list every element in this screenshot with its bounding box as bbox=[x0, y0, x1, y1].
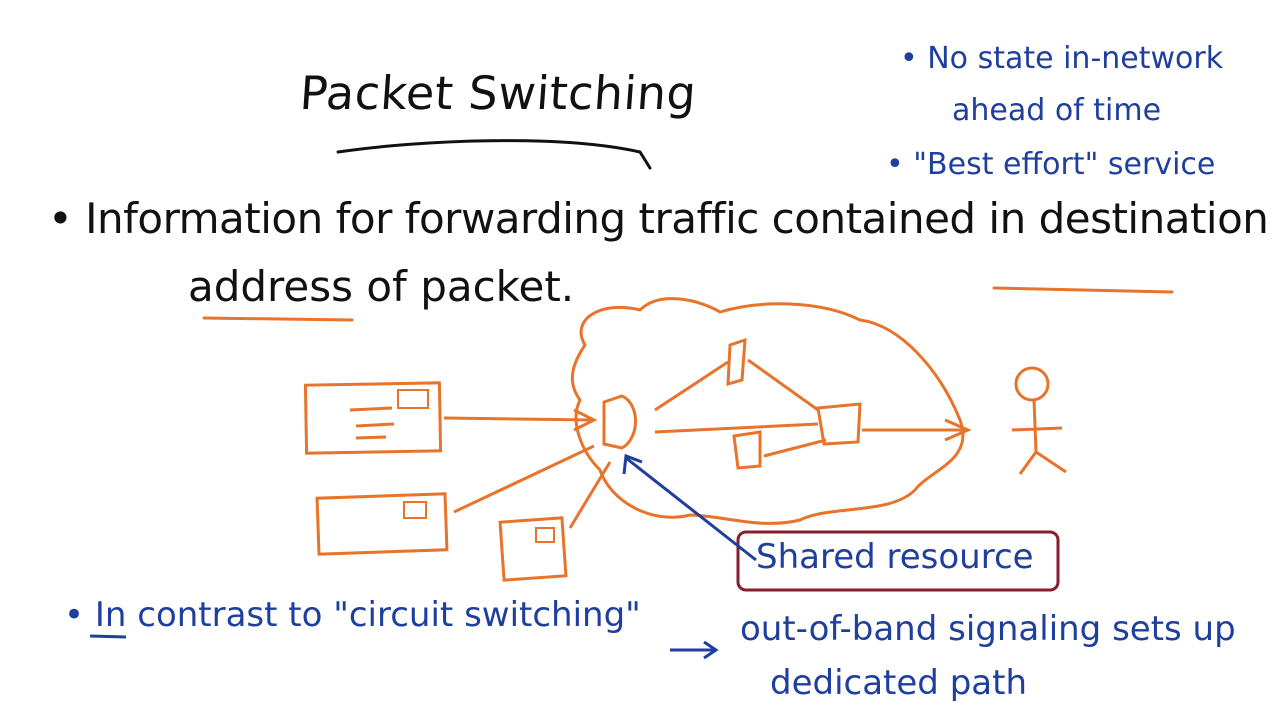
packet-lines-1 bbox=[349, 406, 395, 440]
packet-stamp-2 bbox=[403, 501, 427, 519]
main-point-line-1: • Information for forwarding traffic con… bbox=[48, 194, 1269, 243]
link-d bbox=[763, 438, 827, 458]
main-point-line-2: address of packet. bbox=[188, 262, 575, 311]
packet-envelope-3 bbox=[498, 516, 568, 582]
packet-2-arrow bbox=[453, 444, 595, 514]
underline-destination bbox=[992, 286, 1174, 294]
packet-3-arrow bbox=[568, 461, 612, 529]
link-b bbox=[747, 358, 819, 412]
callout-box bbox=[736, 530, 1060, 592]
network-cloud bbox=[570, 297, 965, 525]
packet-1-arrow bbox=[443, 408, 598, 432]
callout-arrow bbox=[622, 453, 757, 562]
footer-dedicated-path: dedicated path bbox=[770, 663, 1027, 703]
link-out-arrow bbox=[944, 418, 972, 442]
footer-arrow bbox=[670, 640, 719, 660]
note-no-state: • No state in-network bbox=[900, 41, 1224, 76]
router-left bbox=[602, 394, 637, 450]
page-title: Packet Switching bbox=[298, 66, 699, 120]
footer-contrast: • In contrast to "circuit switching" bbox=[64, 595, 641, 635]
title-underline bbox=[336, 139, 652, 170]
callout-label: Shared resource bbox=[756, 537, 1034, 577]
packet-envelope-2 bbox=[315, 492, 449, 556]
underline-address bbox=[202, 316, 354, 322]
router-right bbox=[816, 402, 862, 446]
packet-envelope-1 bbox=[303, 381, 443, 455]
link-c bbox=[654, 422, 819, 434]
packet-stamp-3 bbox=[535, 527, 555, 543]
router-top bbox=[726, 337, 747, 387]
packet-stamp-1 bbox=[397, 389, 429, 409]
note-best-effort: • "Best effort" service bbox=[886, 147, 1216, 182]
footer-out-of-band: out-of-band signaling sets up bbox=[740, 609, 1236, 649]
router-bottom bbox=[732, 430, 762, 470]
receiver-head bbox=[1014, 366, 1050, 402]
underline-in bbox=[89, 634, 127, 639]
link-a bbox=[654, 360, 729, 412]
note-ahead-of-time: ahead of time bbox=[952, 93, 1162, 128]
receiver-body bbox=[1011, 399, 1067, 475]
